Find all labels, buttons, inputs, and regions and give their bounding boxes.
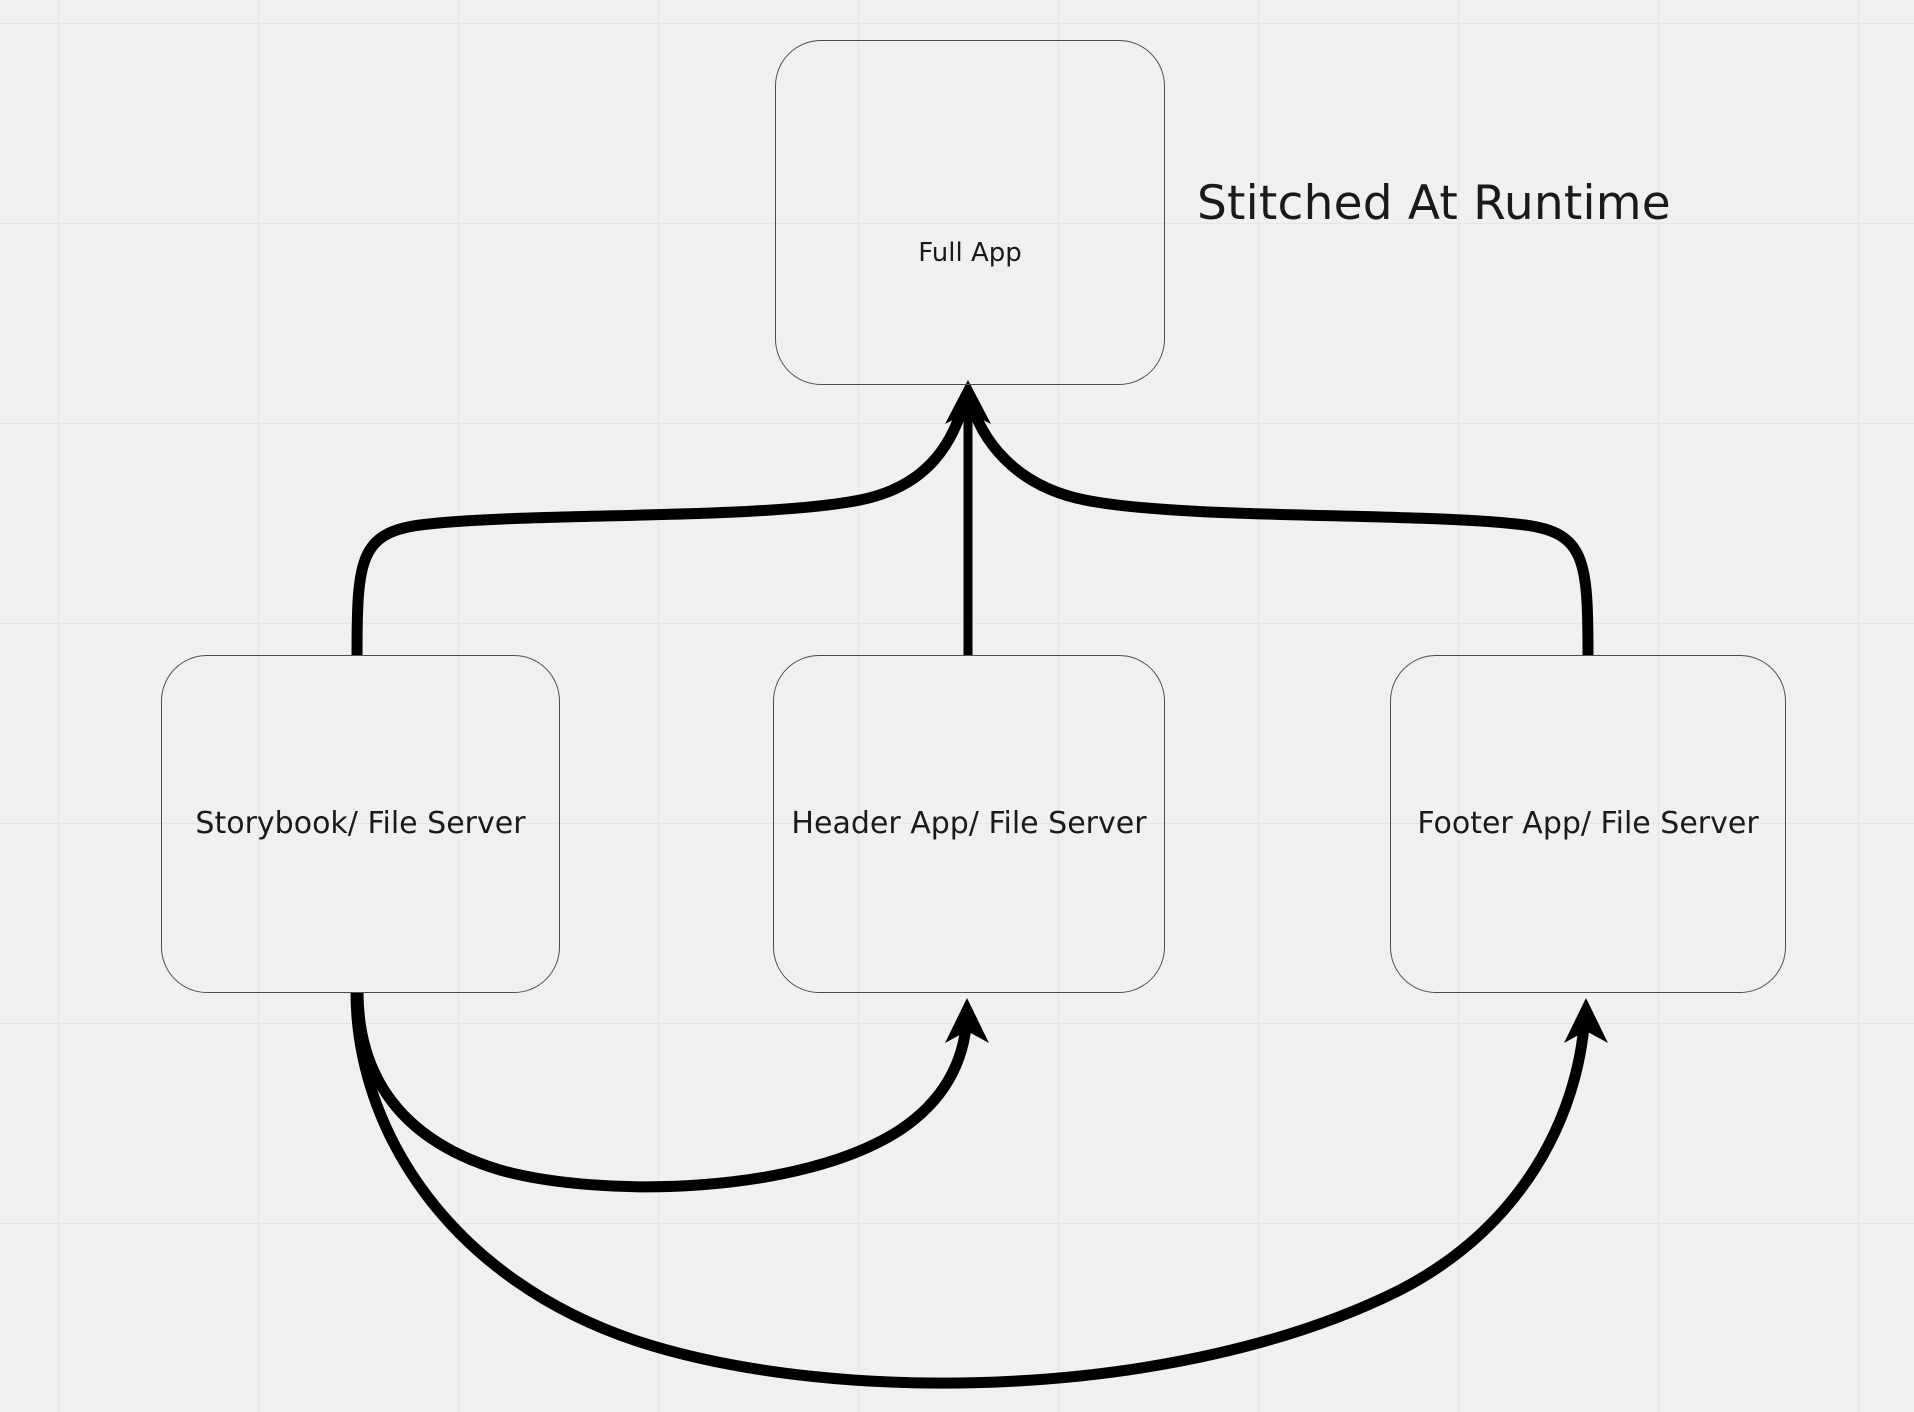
node-footer-app-file-server[interactable]: Footer App/ File Server	[1390, 655, 1786, 993]
node-footer-app-file-server-label: Footer App/ File Server	[1417, 806, 1759, 841]
edge-storybook-to-footer-app	[350, 991, 1591, 1389]
node-header-app-file-server-label: Header App/ File Server	[791, 806, 1147, 841]
arrowhead-into-footer-app	[1564, 998, 1608, 1043]
edge-footer-app-to-full-app	[963, 393, 1594, 656]
node-full-app[interactable]: Full App	[775, 40, 1165, 385]
edge-storybook-to-header-app	[352, 991, 973, 1193]
node-full-app-label: Full App	[918, 237, 1022, 268]
arrowhead-into-header-app	[945, 998, 989, 1043]
diagram-title: Stitched At Runtime	[1197, 176, 1671, 231]
node-storybook-file-server-label: Storybook/ File Server	[195, 806, 526, 841]
edge-storybook-to-full-app	[351, 393, 972, 656]
arrowhead-into-full-app	[945, 380, 991, 424]
node-header-app-file-server[interactable]: Header App/ File Server	[773, 655, 1165, 993]
node-storybook-file-server[interactable]: Storybook/ File Server	[161, 655, 560, 993]
